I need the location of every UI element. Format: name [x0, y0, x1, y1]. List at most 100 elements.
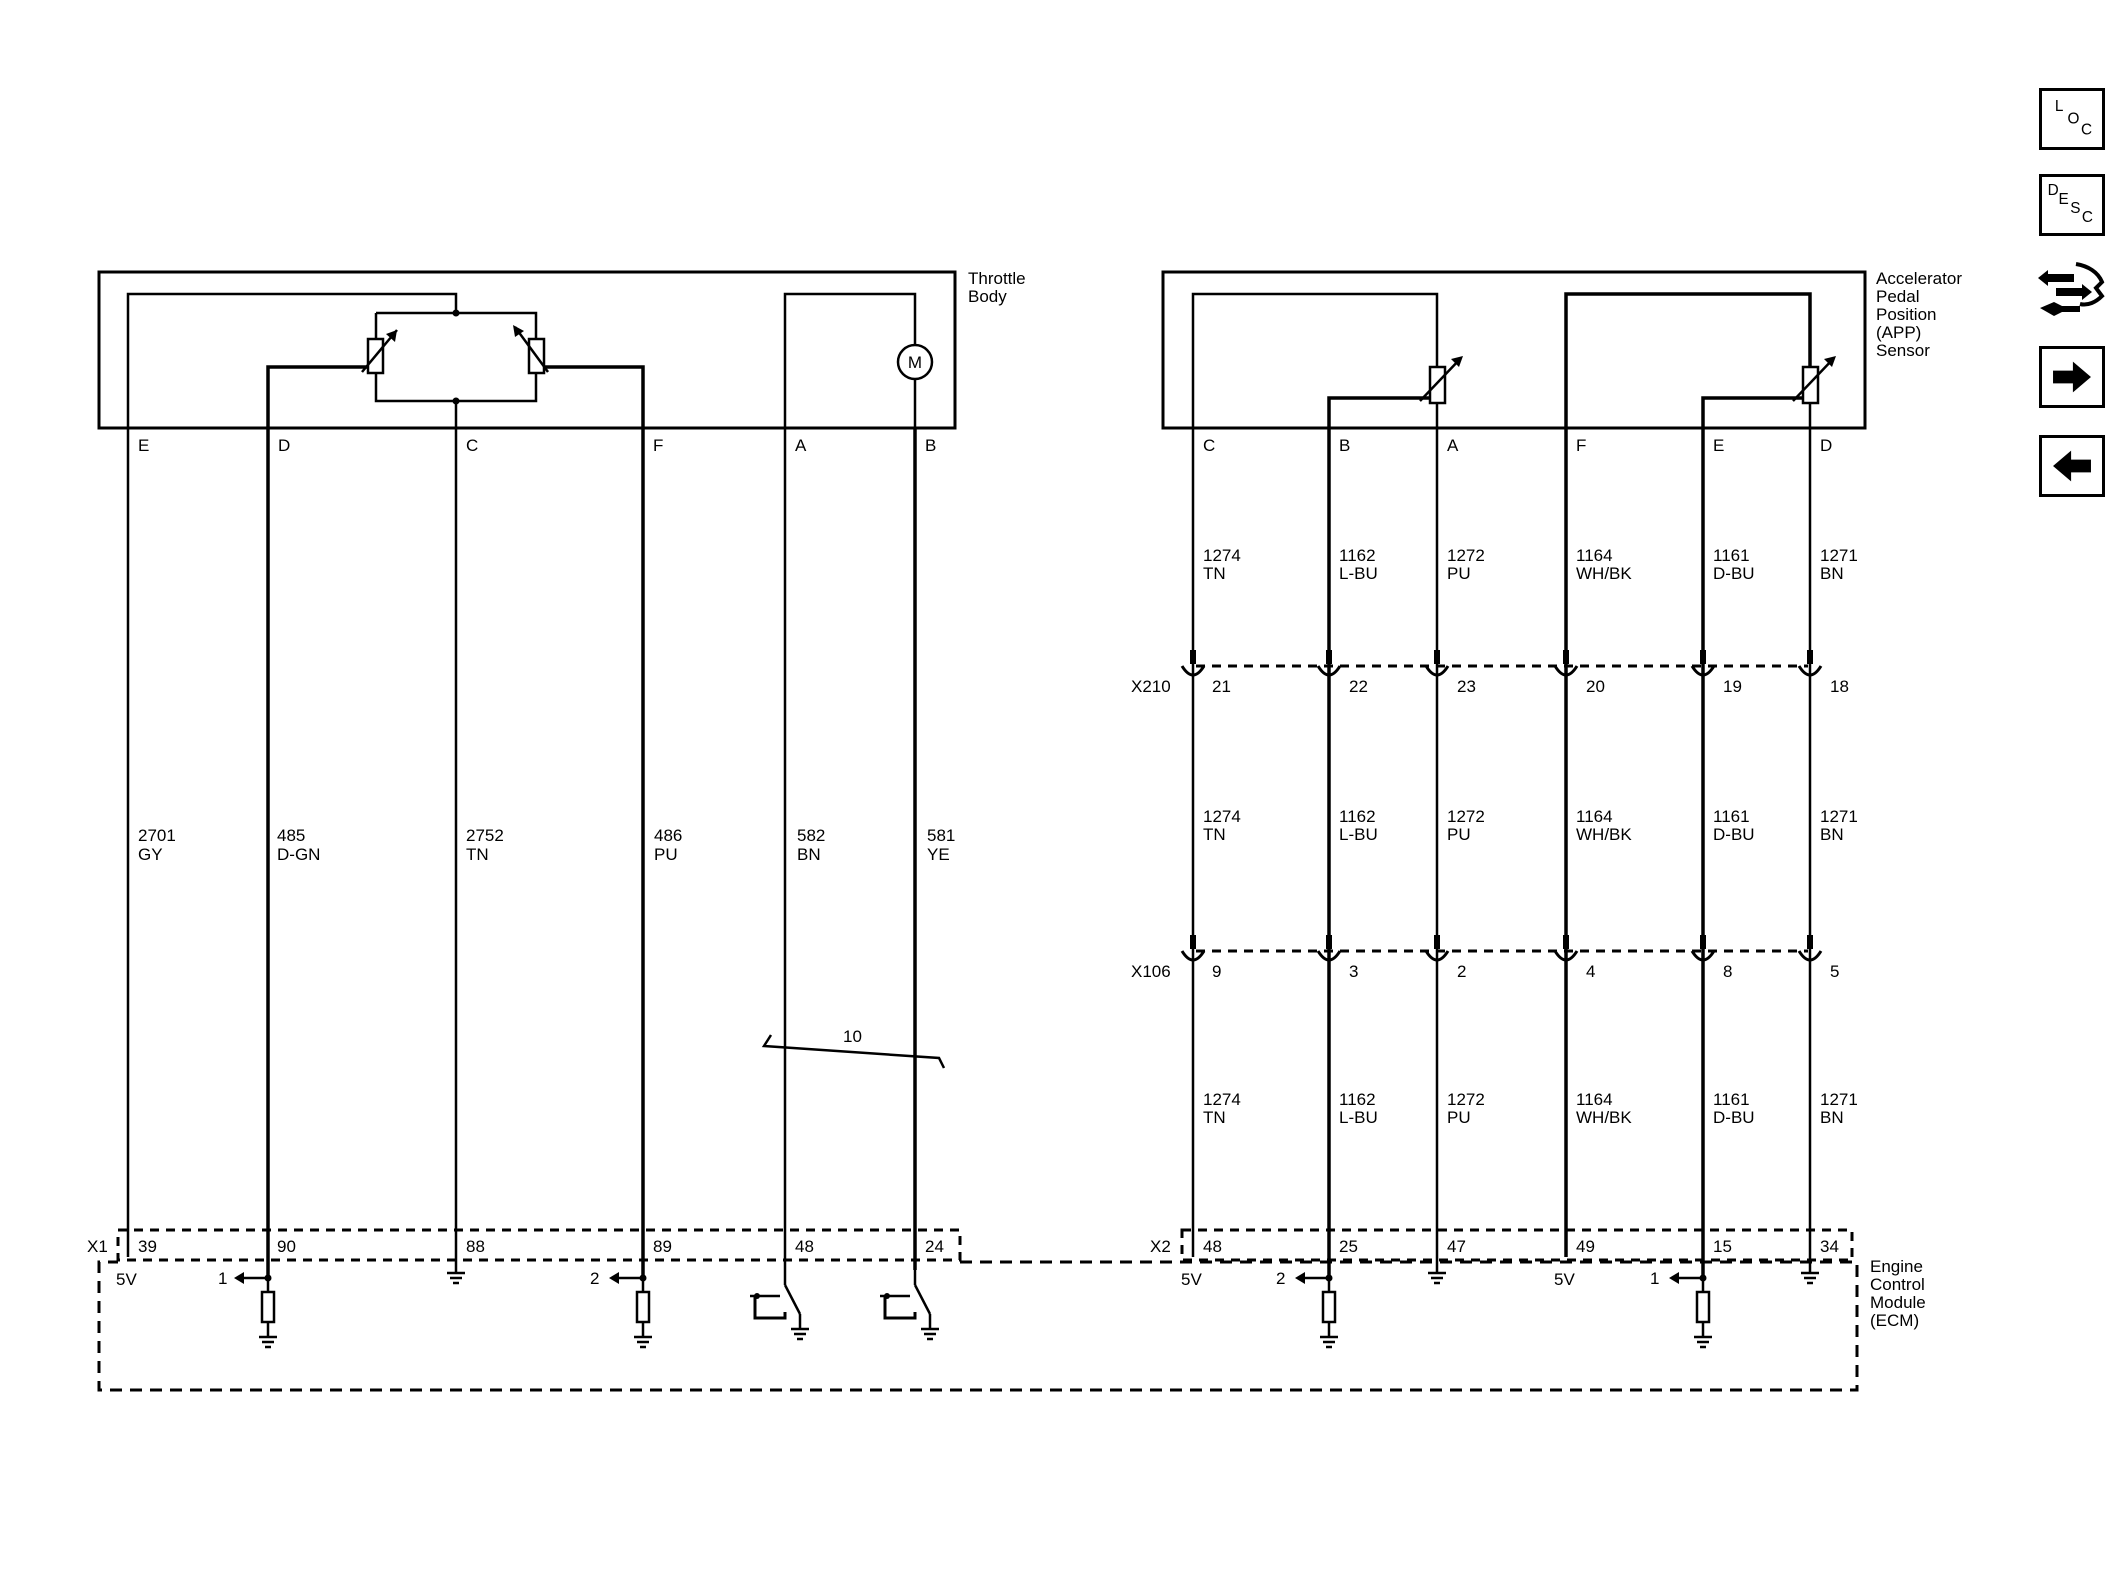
app-wire-1271-color: BN	[1820, 1108, 1844, 1127]
ref-2-label: 2	[590, 1269, 599, 1288]
app-terminal-B: B	[1339, 436, 1350, 455]
app-terminal-E: E	[1713, 436, 1724, 455]
ecm-signal-input-d: 1	[218, 1269, 277, 1349]
app-title-4: (APP)	[1876, 323, 1921, 342]
throttle-terminal-C: C	[466, 436, 478, 455]
svg-text:S: S	[2070, 200, 2080, 217]
app-wire-1271-number: 1271	[1820, 807, 1858, 826]
x1-pin: 89	[653, 1237, 672, 1256]
x210-pin: 18	[1830, 677, 1849, 696]
loc-icon: L O C	[2055, 98, 2092, 138]
connector-tool-icon	[2038, 262, 2105, 316]
throttle-terminal-F: F	[653, 436, 663, 455]
app-wire-1272-color: PU	[1447, 564, 1471, 583]
app-wire-1271-number: 1271	[1820, 546, 1858, 565]
x106-pin: 2	[1457, 962, 1466, 981]
app-terminal-A: A	[1447, 436, 1459, 455]
app-wire-1164-number: 1164	[1576, 807, 1613, 826]
wire-2701-color: GY	[138, 845, 163, 864]
ground-icon	[447, 1271, 465, 1285]
wire-486-number: 486	[654, 826, 682, 845]
connector-x106: X106 9 3 2 4 8 5	[1131, 935, 1839, 981]
x106-pin: 3	[1349, 962, 1358, 981]
app-wire-1162-color: L-BU	[1339, 825, 1378, 844]
app-wire-1274-number: 1274	[1203, 1090, 1241, 1109]
app-wire-1161-color: D-BU	[1713, 825, 1755, 844]
ground-icon	[1801, 1271, 1819, 1285]
app-wire-1274-color: TN	[1203, 1108, 1226, 1127]
wire-2701-number: 2701	[138, 826, 176, 845]
x210-pin: 23	[1457, 677, 1476, 696]
app-title-2: Pedal	[1876, 287, 1919, 306]
app-sensor-2-resistor-icon	[1792, 356, 1836, 405]
app-sensor: Accelerator Pedal Position (APP) Sensor …	[1161, 269, 1962, 455]
wire-485-color: D-GN	[277, 845, 320, 864]
twisted-pair-label: 10	[843, 1027, 862, 1046]
app-wire-1161-number: 1161	[1713, 546, 1750, 565]
location-button[interactable]: L O C	[2039, 88, 2105, 150]
x1-pin: 39	[138, 1237, 157, 1256]
svg-text:O: O	[2067, 111, 2079, 128]
app-wire-1272-color: PU	[1447, 1108, 1471, 1127]
throttle-terminal-A: A	[795, 436, 807, 455]
wire-581-color: YE	[927, 845, 950, 864]
app-wire-1161-color: D-BU	[1713, 1108, 1755, 1127]
ecm-signal-input-b: 2	[1276, 1269, 1338, 1349]
x106-pin: 9	[1212, 962, 1221, 981]
next-page-button[interactable]	[2039, 346, 2105, 408]
app-wire-1272-color: PU	[1447, 825, 1471, 844]
app-wire-1271-color: BN	[1820, 564, 1844, 583]
x1-pin: 24	[925, 1237, 944, 1256]
app-wire-1164-color: WH/BK	[1576, 825, 1632, 844]
x106-label: X106	[1131, 962, 1171, 981]
wire-485-number: 485	[277, 826, 305, 845]
tp-sensor-1-resistor-icon	[361, 329, 398, 375]
x1-pin: 88	[466, 1237, 485, 1256]
svg-text:D: D	[2048, 182, 2059, 199]
x2-label: X2	[1150, 1237, 1171, 1256]
x106-pin: 4	[1586, 962, 1595, 981]
app-wire-1162-color: L-BU	[1339, 1108, 1378, 1127]
app-wire-1161-number: 1161	[1713, 807, 1750, 826]
left-arrow-icon	[2053, 450, 2091, 482]
x2-pin: 34	[1820, 1237, 1839, 1256]
x2-pin: 15	[1713, 1237, 1732, 1256]
x210-pin: 21	[1212, 677, 1231, 696]
app-wire-1271-color: BN	[1820, 825, 1844, 844]
x1-label: X1	[87, 1237, 108, 1256]
loc-icon-text: L	[2055, 98, 2064, 115]
x2-pin: 25	[1339, 1237, 1358, 1256]
app-title-1: Accelerator	[1876, 269, 1962, 288]
ecm-title-4: (ECM)	[1870, 1311, 1919, 1330]
x210-pin: 20	[1586, 677, 1605, 696]
app-wire-1161-number: 1161	[1713, 1090, 1750, 1109]
ref-1-label: 1	[218, 1269, 227, 1288]
x210-pin: 22	[1349, 677, 1368, 696]
x106-pin: 8	[1723, 962, 1732, 981]
throttle-terminal-E: E	[138, 436, 149, 455]
five-v-label: 5V	[1181, 1270, 1202, 1289]
ecm-title-2: Control	[1870, 1275, 1925, 1294]
five-v-label: 5V	[1554, 1270, 1575, 1289]
app-wire-1162-number: 1162	[1339, 1090, 1376, 1109]
connector-view-button[interactable]	[2036, 258, 2108, 322]
app-terminal-C: C	[1203, 436, 1215, 455]
five-v-label: 5V	[116, 1270, 137, 1289]
ecm-signal-input-e: 1	[1650, 1269, 1712, 1349]
throttle-terminal-B: B	[925, 436, 936, 455]
x1-pin: 48	[795, 1237, 814, 1256]
motor-label: M	[908, 353, 922, 372]
app-wire-1162-number: 1162	[1339, 807, 1376, 826]
ecm-title-3: Module	[1870, 1293, 1926, 1312]
app-sensor-1-resistor-icon	[1419, 356, 1463, 405]
x1-pin: 90	[277, 1237, 296, 1256]
app-wire-1274-color: TN	[1203, 825, 1226, 844]
description-button[interactable]: D E S C	[2039, 174, 2105, 236]
previous-page-button[interactable]	[2039, 435, 2105, 497]
x2-pin: 48	[1203, 1237, 1222, 1256]
connector-x210: X210 21 22 23 20 19 18	[1131, 650, 1849, 696]
wire-2752-number: 2752	[466, 826, 504, 845]
app-wire-1164-number: 1164	[1576, 1090, 1613, 1109]
app-title-3: Position	[1876, 305, 1936, 324]
app-wires: 1274 TN 1162 L-BU 1272 PU 1164 WH/BK 116…	[1191, 428, 1858, 1278]
